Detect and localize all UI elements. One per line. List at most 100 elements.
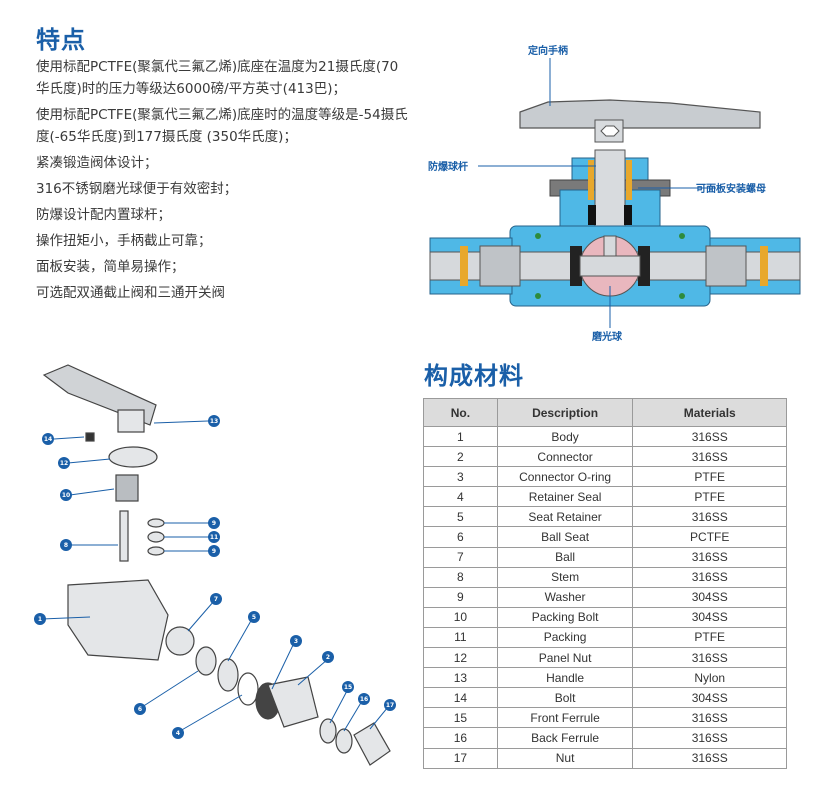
feature-item: 使用标配PCTFE(聚氯代三氟乙烯)底座在温度为21摄氏度(70华氏度)时的压力… <box>36 59 399 97</box>
callout-num: 2 <box>326 654 330 661</box>
cell-material: 304SS <box>632 687 787 709</box>
cell-material: 316SS <box>632 727 787 749</box>
callout-num: 3 <box>294 638 298 645</box>
feature-item: 使用标配PCTFE(聚氯代三氟乙烯)底座时的温度等级是-54摄氏度(-65华氏度… <box>36 107 408 145</box>
cell-description: Ball <box>496 546 634 568</box>
callout-num: 6 <box>138 706 142 713</box>
feature-item: 面板安装，简单易操作； <box>36 259 185 275</box>
callout-num: 9 <box>212 548 216 555</box>
cell-description: Connector <box>496 446 634 468</box>
cell-description: Handle <box>496 667 634 689</box>
label-panel-nut: 可面板安装螺母 <box>696 182 766 195</box>
callout-num: 4 <box>176 730 180 737</box>
packing-bolt-part <box>115 474 139 502</box>
cell-no: 9 <box>423 586 498 608</box>
header-description: Description <box>496 398 634 427</box>
cell-description: Packing <box>496 626 634 649</box>
cell-no: 6 <box>423 526 498 548</box>
cell-no: 10 <box>423 606 498 628</box>
cell-material: 304SS <box>632 606 787 628</box>
callout-num: 9 <box>212 520 216 527</box>
cell-material: PTFE <box>632 466 787 488</box>
callout-num: 13 <box>210 418 218 425</box>
cell-no: 3 <box>423 466 498 488</box>
cell-material: Nylon <box>632 667 787 689</box>
hex-bolt-icon <box>600 125 620 137</box>
body-part-shape <box>67 579 169 661</box>
feature-item: 316不锈钢磨光球便于有效密封； <box>36 181 238 197</box>
cell-material: 316SS <box>632 546 787 568</box>
feature-item: 紧凑锻造阀体设计； <box>36 155 158 171</box>
header-no: No. <box>423 398 498 427</box>
cell-no: 2 <box>423 446 498 468</box>
label-ball: 磨光球 <box>591 330 623 343</box>
cell-material: 304SS <box>632 586 787 608</box>
feature-item: 可选配双通截止阀和三通开关阀 <box>36 285 225 301</box>
features-title: 特点 <box>36 26 86 54</box>
part-callouts <box>34 415 396 739</box>
cell-no: 11 <box>423 626 498 649</box>
callout-num: 1 <box>38 616 42 623</box>
ball-part-shape <box>165 626 195 656</box>
cell-description: Retainer Seal <box>496 486 634 508</box>
cell-material: 316SS <box>632 566 787 588</box>
cell-no: 14 <box>423 687 498 709</box>
cell-description: Ball Seat <box>496 526 634 548</box>
label-stem: 防爆球杆 <box>428 160 468 173</box>
header-materials: Materials <box>632 398 787 427</box>
cell-material: 316SS <box>632 446 787 468</box>
panel-nut-part-shape <box>108 446 158 468</box>
cell-material: 316SS <box>632 747 787 769</box>
nut-part-shape <box>353 722 391 766</box>
callout-num: 16 <box>360 696 368 703</box>
cell-no: 7 <box>423 546 498 568</box>
cell-description: Front Ferrule <box>496 707 634 729</box>
callout-num: 17 <box>386 702 394 709</box>
cell-material: 316SS <box>632 647 787 669</box>
callout-num: 11 <box>210 534 218 541</box>
callout-num: 10 <box>62 492 70 499</box>
handle-shape <box>519 99 761 129</box>
cell-material: PTFE <box>632 626 787 649</box>
callout-num: 12 <box>60 460 68 467</box>
cell-no: 12 <box>423 647 498 669</box>
cell-no: 5 <box>423 506 498 528</box>
cell-material: 316SS <box>632 707 787 729</box>
cell-no: 17 <box>423 747 498 769</box>
callout-num: 14 <box>44 436 52 443</box>
label-handle: 定向手柄 <box>528 44 568 57</box>
cell-description: Connector O-ring <box>496 466 634 488</box>
cell-description: Nut <box>496 747 634 769</box>
cell-no: 8 <box>423 566 498 588</box>
table-header-row: No. Description Materials <box>423 398 787 427</box>
cell-material: PTFE <box>632 486 787 508</box>
cell-description: Stem <box>496 566 634 588</box>
cell-no: 4 <box>423 486 498 508</box>
bolt-part-shape <box>85 432 95 442</box>
valve-cross-section-diagram: 定向手柄 防爆球杆 可面板安装螺母 磨光球 <box>428 44 801 343</box>
feature-item: 防爆设计配内置球杆； <box>36 207 171 223</box>
handle-hub-part <box>117 409 145 433</box>
cell-description: Seat Retainer <box>496 506 634 528</box>
cell-no: 16 <box>423 727 498 749</box>
cell-material: PCTFE <box>632 526 787 548</box>
materials-title: 构成材料 <box>424 362 524 390</box>
callout-num: 15 <box>344 684 352 691</box>
connector-part-shape <box>267 676 319 728</box>
cell-no: 13 <box>423 667 498 689</box>
cell-description: Bolt <box>496 687 634 709</box>
cell-description: Panel Nut <box>496 647 634 669</box>
